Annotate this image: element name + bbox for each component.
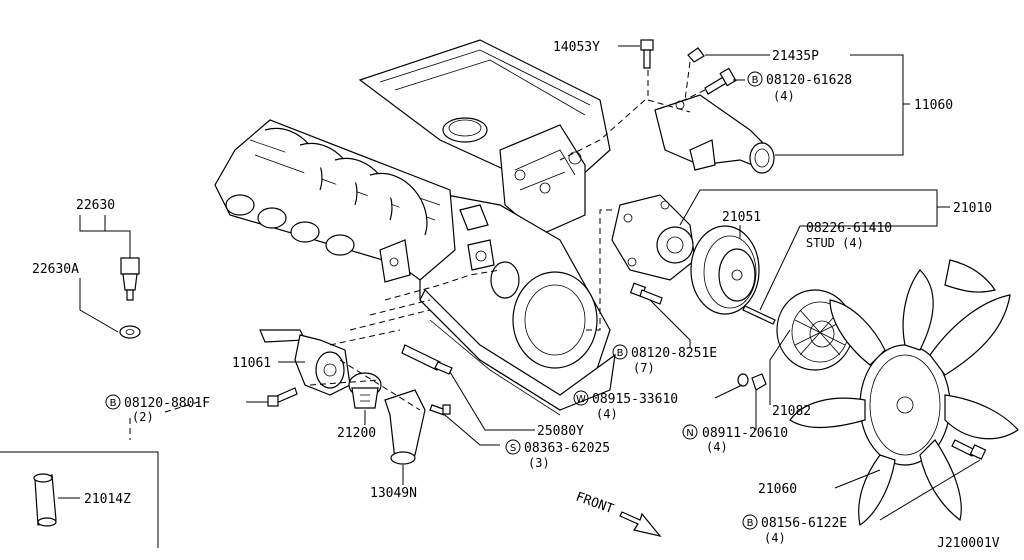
diagram-id: J210001V <box>937 536 1000 551</box>
thermostat-21200 <box>348 372 382 409</box>
label-22630: 22630 <box>76 198 115 213</box>
label-08156-6122e: 08156-6122E <box>761 516 847 531</box>
sensor-25080y <box>401 344 453 375</box>
bolt-08120-8251e <box>629 282 663 305</box>
nut-08911-20610 <box>751 373 767 391</box>
label-08363-62025: 08363-62025 <box>524 441 610 456</box>
front-arrow <box>619 511 662 537</box>
prefix-circle <box>742 514 758 530</box>
washer-22630a <box>119 325 141 339</box>
label-08120-8801f: 08120-8801F <box>124 396 210 411</box>
prefix-circle <box>747 71 763 87</box>
thermostat-housing-11061 <box>259 329 351 396</box>
front-label: FRONT <box>574 490 616 518</box>
label-stud: STUD (4) <box>806 236 864 250</box>
water-pump-21010 <box>611 194 696 281</box>
sensor-21014z <box>33 473 57 527</box>
bolt-08363-62025 <box>429 404 451 416</box>
label-21051: 21051 <box>722 210 761 225</box>
label-21200: 21200 <box>337 426 376 441</box>
label-21060: 21060 <box>758 482 797 497</box>
prefix-circle <box>573 390 589 406</box>
label-14053y: 14053Y <box>553 40 600 55</box>
label-08915-33610: 08915-33610 <box>592 392 678 407</box>
water-outlet-11060 <box>654 94 775 174</box>
label-21014z: 21014Z <box>84 492 131 507</box>
prefix-b: B <box>747 518 754 529</box>
bolt-14053y <box>640 39 654 69</box>
prefix-b: B <box>110 398 117 409</box>
stud-08226-61410 <box>742 305 776 325</box>
label-25080y: 25080Y <box>537 424 584 439</box>
fan-21060 <box>789 259 1019 526</box>
qty-08120-8801f: (2) <box>132 410 154 424</box>
intake-manifold <box>214 119 456 283</box>
prefix-b: B <box>752 75 759 86</box>
qty-08120-61628: (4) <box>773 89 795 103</box>
label-11060: 11060 <box>914 98 953 113</box>
label-08911-20610: 08911-20610 <box>702 426 788 441</box>
prefix-n: N <box>686 428 693 439</box>
label-13049n: 13049N <box>370 486 417 501</box>
gasket <box>467 239 495 271</box>
label-08120-8251e: 08120-8251E <box>631 346 717 361</box>
prefix-marks <box>105 71 763 530</box>
qty-08915-33610: (4) <box>596 407 618 421</box>
pulley-21051 <box>690 225 760 315</box>
label-08120-61628: 08120-61628 <box>766 73 852 88</box>
qty-08911-20610: (4) <box>706 440 728 454</box>
label-22630a: 22630A <box>32 262 79 277</box>
guide-lines <box>129 61 706 440</box>
prefix-circle <box>612 344 628 360</box>
gasket <box>459 204 489 231</box>
prefix-w: W <box>576 394 586 405</box>
label-08226-61410: 08226-61410 <box>806 221 892 236</box>
sensor-22630 <box>120 257 140 301</box>
washer-08915-33610 <box>737 373 749 387</box>
inset-frame <box>0 451 159 548</box>
qty-08120-8251e: (7) <box>633 361 655 375</box>
prefix-b: B <box>617 348 624 359</box>
prefix-circle <box>505 439 521 455</box>
leader-lines <box>58 45 981 521</box>
bolt-08120-61628 <box>704 67 737 95</box>
qty-08156-6122e: (4) <box>764 531 786 545</box>
prefix-circle <box>105 394 121 410</box>
cap-21435p <box>687 47 705 63</box>
water-inlet-13049n <box>384 389 426 465</box>
label-21082: 21082 <box>772 404 811 419</box>
label-21010: 21010 <box>953 201 992 216</box>
prefix-s: S <box>510 443 516 454</box>
label-11061: 11061 <box>232 356 271 371</box>
bolt-08120-8801f <box>267 387 298 407</box>
bolt-08156-6122e <box>951 439 987 460</box>
prefix-circle <box>682 424 698 440</box>
label-21435p: 21435P <box>772 49 819 64</box>
qty-08363-62025: (3) <box>528 456 550 470</box>
